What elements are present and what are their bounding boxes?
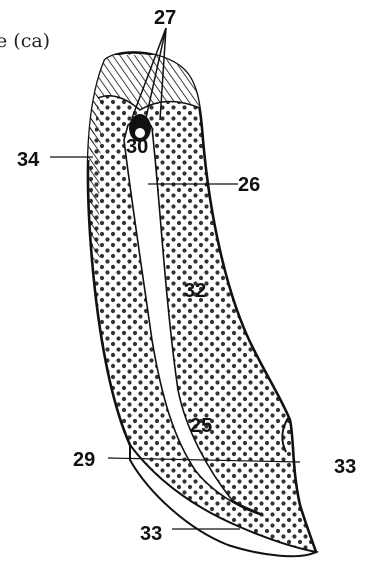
label-27: 27 <box>154 7 176 29</box>
label-26: 26 <box>238 174 260 196</box>
label-33-bottom: 33 <box>140 523 162 545</box>
label-30: 30 <box>126 136 148 158</box>
caption-fragment: e (ca) <box>0 30 50 52</box>
label-33-right: 33 <box>334 456 356 478</box>
label-34: 34 <box>17 149 40 171</box>
label-29: 29 <box>73 449 95 471</box>
label-25: 25 <box>190 415 212 437</box>
label-32: 32 <box>184 280 206 302</box>
